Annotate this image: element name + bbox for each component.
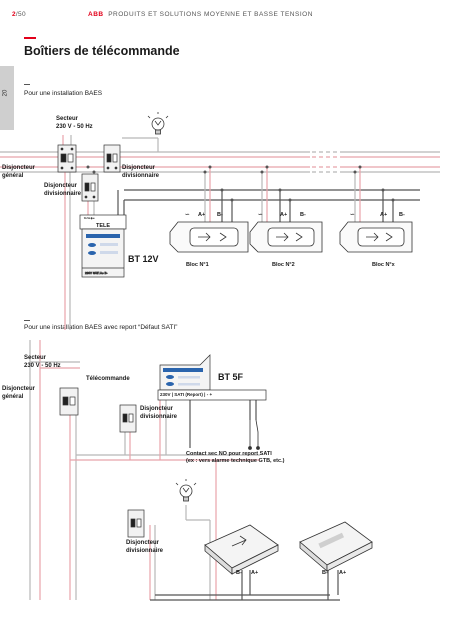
tele-label: TELE — [96, 223, 111, 229]
header-title: PRODUITS ET SOLUTIONS MOYENNE ET BASSE T… — [108, 11, 313, 18]
flat1-terminal-b: B- — [236, 570, 242, 576]
diagram2-wires — [29, 340, 340, 601]
page-separator: / — [15, 11, 19, 18]
blocx-label: Bloc N°x — [372, 262, 395, 268]
d2-divisional-breaker-mid-label: Disjoncteur divisionnaire — [140, 406, 178, 420]
svg-text:∽ ∽ + -: ∽ ∽ + - — [84, 216, 94, 220]
section2-heading: Pour une installation BAES avec report “… — [24, 324, 178, 331]
bloc-luminaire-flat-2 — [299, 521, 373, 572]
blocx-terminal-a: A+ — [380, 212, 388, 218]
bloc1-label: Bloc N°1 — [186, 262, 209, 268]
bt12v-device: 230V SATI A+ B- ∽ ∽ + - — [79, 214, 127, 278]
lamp-icon — [147, 112, 169, 135]
bloc2-ac-symbol: ∽ — [258, 212, 263, 218]
diagram1-wires — [0, 135, 440, 330]
section1-dash — [24, 84, 30, 85]
flat2-terminal-b: B- — [322, 570, 328, 576]
title-accent-dash — [24, 37, 36, 39]
blocx-ac-symbol: ∽ — [350, 212, 355, 218]
d1-divisional-breaker-top-label: Disjoncteur divisionnaire — [122, 165, 160, 179]
d1-divisional-breaker-left-label: Disjoncteur divisionnaire — [44, 183, 82, 197]
telecommande-label: Télécommande — [86, 376, 130, 382]
general-breaker-2-icon — [59, 387, 79, 416]
d1-secteur-label: Secteur 230 V - 50 Hz — [56, 116, 93, 130]
bloc-luminaire-2 — [249, 221, 323, 253]
general-breaker-icon — [57, 144, 77, 173]
bt5f-name: BT 5F — [218, 372, 244, 382]
bloc-luminaire-flat-1 — [204, 524, 279, 575]
divisional-breaker-left-icon — [81, 173, 99, 202]
page-current: 2 — [12, 11, 16, 18]
bloc1-terminal-a: A+ — [198, 212, 206, 218]
bloc2-label: Bloc N°2 — [272, 262, 295, 268]
svg-text:230V SATI A+ B-: 230V SATI A+ B- — [85, 271, 108, 275]
brand-name: ABB — [88, 11, 104, 18]
bt5f-device — [157, 354, 267, 401]
divisional-breaker-top-icon — [103, 144, 121, 173]
section1-heading: Pour une installation BAES — [24, 90, 103, 97]
contact-note: Contact sec NO pour report SATI (ex : ve… — [186, 451, 285, 464]
d2-divisional-breaker-bottom-label: Disjoncteur divisionnaire — [126, 540, 164, 554]
section2-dash — [24, 320, 30, 321]
page-title: Boîtiers de télécommande — [24, 44, 180, 58]
blocx-terminal-b: B- — [399, 212, 405, 218]
d2-general-breaker-label: Disjoncteur général — [2, 386, 36, 400]
running-header: ABB PRODUITS ET SOLUTIONS MOYENNE ET BAS… — [88, 11, 313, 18]
d1-general-breaker-label: Disjoncteur général — [2, 165, 36, 179]
side-tab — [0, 66, 14, 130]
bt12v-name: BT 12V — [128, 254, 159, 264]
lamp-2-icon — [175, 479, 197, 502]
divisional-breaker-mid-icon — [119, 404, 137, 433]
divisional-breaker-bottom-icon — [127, 509, 145, 538]
bloc-luminaire-x — [339, 221, 413, 253]
bloc2-terminal-a: A+ — [280, 212, 288, 218]
bloc1-ac-symbol: ∽ — [185, 212, 190, 218]
bloc1-terminal-b: B- — [217, 212, 223, 218]
d2-secteur-label: Secteur 230 V - 50 Hz — [24, 355, 61, 369]
page-total: 50 — [18, 11, 26, 18]
flat2-terminal-a: A+ — [339, 570, 347, 576]
page-number: 2/50 — [12, 11, 26, 18]
bloc-luminaire-1 — [169, 221, 249, 253]
bloc2-terminal-b: B- — [300, 212, 306, 218]
flat1-terminal-a: A+ — [251, 570, 259, 576]
bt5f-terminal-strip: 230V | SATI (Report) | - + — [160, 392, 213, 397]
dry-contact-icon — [248, 419, 260, 450]
